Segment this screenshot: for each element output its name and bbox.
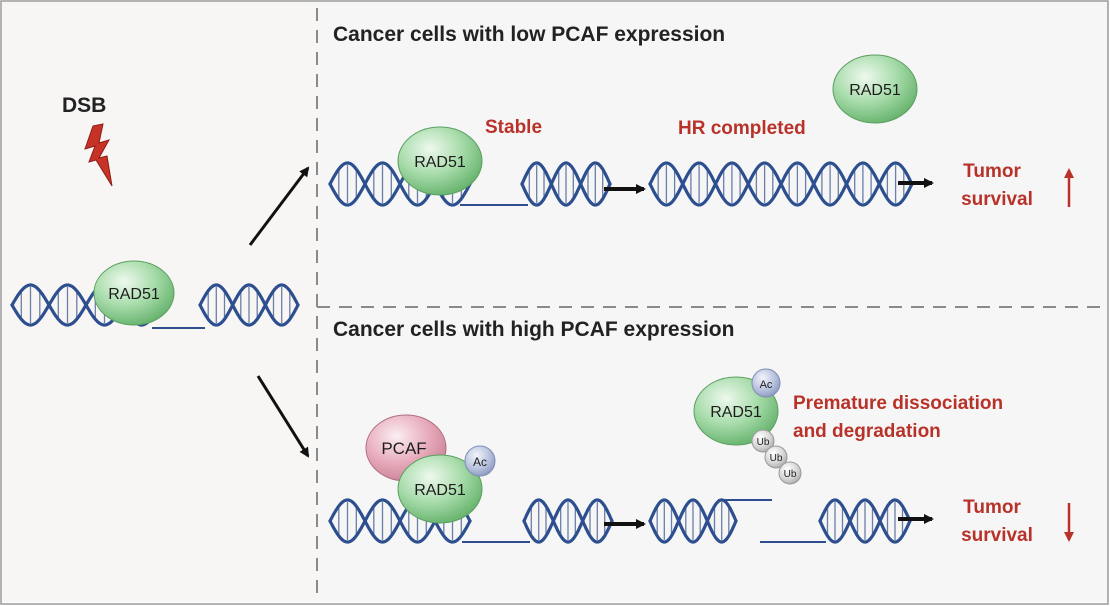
premature-label-line2: and degradation [793,421,941,442]
dna-strand [328,498,472,544]
rad51-low-free: RAD51 [832,54,918,124]
ub-mark-1: Ub [751,429,775,453]
pcaf-label: PCAF [381,439,426,458]
ub-mark-label-3: Ub [784,469,797,480]
rad51-left: RAD51 [93,260,175,326]
dna-strand [522,498,614,544]
dna-strand [522,498,614,544]
high-pcaf-title: Cancer cells with high PCAF expression [333,318,734,341]
rad51-high-bound: RAD51 [397,454,483,524]
dna-strand [520,161,612,207]
rad51-high-free-label: RAD51 [710,404,762,421]
tumor-label-high: Tumor [963,497,1021,518]
survival-label-low: survival [961,189,1033,210]
ub-mark-2: Ub [764,445,788,469]
hr-completed-label: HR completed [678,118,806,139]
rad51-low-free-label: RAD51 [849,82,901,99]
dna-high-4 [818,498,912,544]
dsb-label: DSB [62,94,106,117]
dna-strand [818,498,912,544]
dna-low-2 [520,161,612,207]
dna-strand [818,498,912,544]
low-pcaf-title: Cancer cells with low PCAF expression [333,23,725,46]
dna-strand [198,283,300,327]
dna-high-2 [522,498,614,544]
ub-mark-3: Ub [778,461,802,485]
ac-mark-high-free: Ac [751,368,781,398]
rad51-left-label: RAD51 [108,286,160,303]
arrow-to-low [248,166,310,246]
ub-mark-label-2: Ub [770,453,783,464]
survival-label-high: survival [961,525,1033,546]
dna-high-3 [648,498,738,544]
ac-mark-high-bound: Ac [464,445,496,477]
rad51-low-bound-label: RAD51 [414,154,466,171]
dna-strand [648,498,738,544]
dna-low-completed [648,161,914,207]
stable-label: Stable [485,117,542,138]
arrow-to-high [256,375,310,458]
dna-strand [520,161,612,207]
ub-mark-label-1: Ub [757,437,770,448]
dna-left-right [198,283,300,327]
dna-strand [328,161,472,207]
lightning-bolt-icon [84,123,113,187]
premature-label-line1: Premature dissociation [793,393,1003,414]
rad51-high-bound-label: RAD51 [414,482,466,499]
ac-mark-label-2: Ac [760,379,773,391]
tumor-label-low: Tumor [963,161,1021,182]
dna-strand [198,283,300,327]
dna-strand [648,161,914,207]
ac-mark-label-1: Ac [473,455,487,469]
rad51-low-bound: RAD51 [397,126,483,196]
